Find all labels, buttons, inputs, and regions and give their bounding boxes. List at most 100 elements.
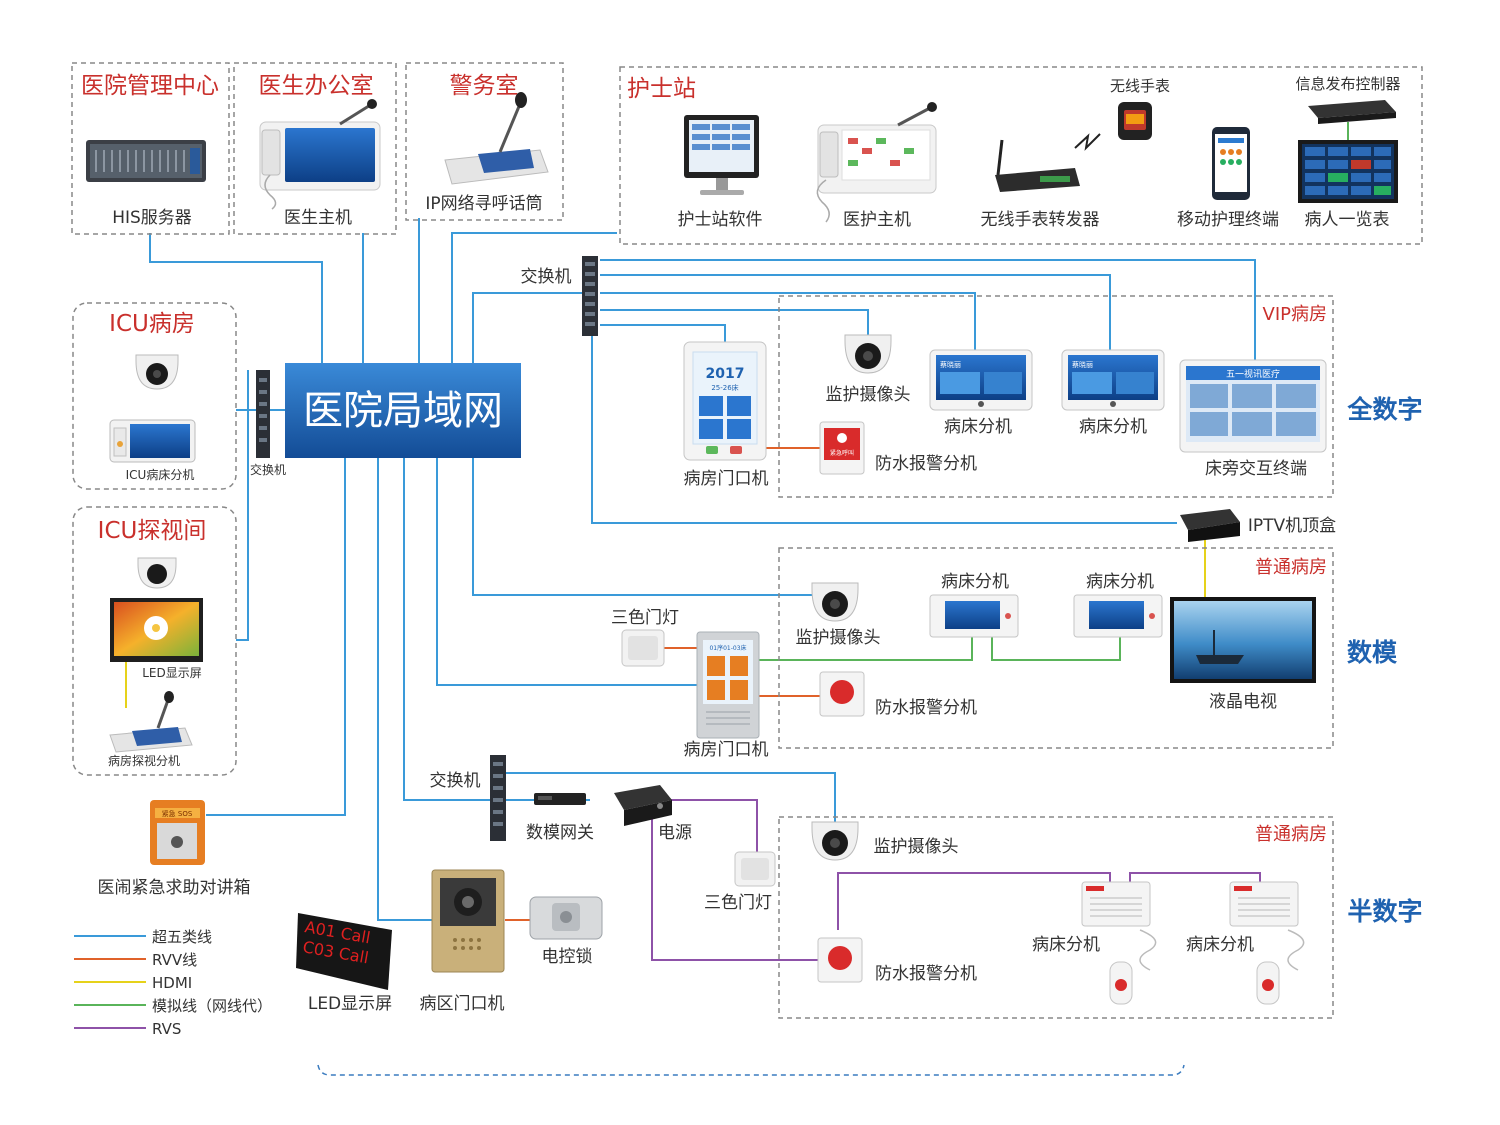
legend-label-0: 超五类线 xyxy=(152,928,212,946)
bed-screen-name-2: 蔡晓丽 xyxy=(1072,360,1093,369)
door-light-mid-device xyxy=(621,629,665,667)
icu-bed-device xyxy=(109,419,196,463)
label-lock: 电控锁 xyxy=(542,947,593,967)
label-door-light-bot: 三色门灯 xyxy=(704,893,772,913)
label-area-door: 病区门口机 xyxy=(420,994,505,1014)
legend: 超五类线 RVV线 HDMI 模拟线（网线代） RVS xyxy=(74,928,272,1038)
label-bed-ext-bot2: 病床分机 xyxy=(1186,935,1254,955)
zone-title-normal-ward-1: 普通病房 xyxy=(1255,557,1327,578)
label-bed-ext-mid2: 病床分机 xyxy=(1086,572,1154,592)
label-camera-vip: 监护摄像头 xyxy=(826,385,911,405)
visit-ext-device xyxy=(109,691,193,753)
label-switch-top: 交换机 xyxy=(521,267,572,287)
label-emergency-box: 医闹紧急求助对讲箱 xyxy=(98,878,251,898)
area-door-device xyxy=(431,869,505,973)
zone-title-icu-visit: ICU探视间 xyxy=(98,518,207,544)
lock-device xyxy=(529,896,603,940)
label-led-display: LED显示屏 xyxy=(308,994,392,1014)
label-bed-ext-vip2: 病床分机 xyxy=(1079,417,1147,437)
switch-left-device xyxy=(256,370,270,458)
his-server-device xyxy=(86,140,206,182)
zone-doctor-office xyxy=(233,62,397,235)
label-door-light-mid: 三色门灯 xyxy=(611,608,679,628)
bottom-bracket xyxy=(317,1064,1185,1076)
bed-screen-name-1: 蔡晓丽 xyxy=(940,360,961,369)
label-alarm-vip: 防水报警分机 xyxy=(875,454,977,474)
label-switch-left: 交换机 xyxy=(250,462,286,477)
lan-core: 医院局域网 xyxy=(285,363,521,458)
label-nurse-host: 医护主机 xyxy=(843,210,911,230)
legend-label-2: HDMI xyxy=(152,974,192,992)
bed-ext-vip1-device: 蔡晓丽 xyxy=(929,349,1033,411)
label-wireless-watch: 无线手表 xyxy=(1110,77,1170,95)
bed-ext-bot1-device xyxy=(1081,881,1157,1005)
analog-lines xyxy=(758,637,1121,661)
doctor-host-device xyxy=(259,99,381,210)
label-gateway: 数模网关 xyxy=(526,823,594,843)
category-full-digital: 全数字 xyxy=(1346,395,1422,424)
label-bed-ext-bot1: 病床分机 xyxy=(1032,935,1100,955)
label-alarm-bot: 防水报警分机 xyxy=(875,964,977,984)
icu-camera-device xyxy=(135,354,179,390)
watch-relay-device xyxy=(995,139,1080,192)
mobile-terminal-device xyxy=(1212,127,1250,200)
zone-title-normal-ward-2: 普通病房 xyxy=(1255,824,1327,845)
switch-bottom-device xyxy=(490,755,506,841)
emergency-box-device: 紧急 SOS xyxy=(150,800,205,865)
label-switch-bottom: 交换机 xyxy=(430,771,481,791)
gateway-device xyxy=(534,793,586,805)
bed-ext-bot2-device xyxy=(1229,881,1305,1005)
label-bed-ext-vip1: 病床分机 xyxy=(944,417,1012,437)
category-analog: 数模 xyxy=(1347,638,1398,667)
door-vip-year: 2017 xyxy=(706,366,745,382)
zone-title-hospital-center: 医院管理中心 xyxy=(81,73,219,99)
bed-ext-mid2-device xyxy=(1073,594,1163,638)
label-door-mid: 病房门口机 xyxy=(684,740,769,760)
door-mid-device: 01序01-03床 xyxy=(696,631,760,739)
power-device xyxy=(614,785,672,826)
label-watch-relay: 无线手表转发器 xyxy=(981,210,1100,230)
label-door-vip: 病房门口机 xyxy=(684,469,769,489)
label-doctor-host: 医生主机 xyxy=(284,208,352,228)
alarm-vip-text: 紧急呼叫 xyxy=(830,449,854,457)
bedside-terminal-device: 五一视讯医疗 xyxy=(1179,359,1327,453)
alarm-vip-device: 紧急呼叫 xyxy=(819,421,865,475)
led-display-device: A01 Call C03 Call xyxy=(296,913,392,990)
label-bedside-terminal: 床旁交互终端 xyxy=(1205,459,1307,479)
label-lcd-tv: 液晶电视 xyxy=(1209,692,1277,712)
bed-ext-vip2-device: 蔡晓丽 xyxy=(1061,349,1165,411)
emergency-box-label: 紧急 SOS xyxy=(162,809,193,818)
label-camera-mid: 监护摄像头 xyxy=(796,628,881,648)
label-icu-bed: ICU病床分机 xyxy=(126,467,195,482)
label-iptv: IPTV机顶盒 xyxy=(1248,516,1336,536)
icu-visit-camera-device xyxy=(137,557,177,589)
label-patient-list: 病人一览表 xyxy=(1305,210,1390,230)
zone-nurse-station xyxy=(619,66,1423,245)
label-led-screen-icu: LED显示屏 xyxy=(142,666,202,680)
category-semi-digital: 半数字 xyxy=(1347,897,1422,926)
camera-bot-device xyxy=(811,821,859,861)
door-vip-device: 2017 25-26床 xyxy=(683,341,767,461)
bed-ext-mid1-device xyxy=(929,594,1019,638)
label-ip-mic: IP网络寻呼话筒 xyxy=(425,194,542,214)
legend-label-1: RVV线 xyxy=(152,951,197,969)
nurse-host-device xyxy=(816,102,937,223)
label-visit-ext: 病房探视分机 xyxy=(108,753,180,768)
rvv-lines xyxy=(505,447,820,921)
label-alarm-mid: 防水报警分机 xyxy=(875,698,977,718)
patient-list-device xyxy=(1298,140,1398,203)
label-nurse-software: 护士站软件 xyxy=(678,210,763,230)
zone-title-nurse-station: 护士站 xyxy=(627,76,696,102)
camera-mid-device xyxy=(811,582,859,622)
ip-mic-device xyxy=(444,92,549,185)
zone-police-room xyxy=(405,62,564,221)
legend-label-4: RVS xyxy=(152,1020,181,1038)
zone-title-vip-ward: VIP病房 xyxy=(1263,304,1327,325)
zone-hospital-center xyxy=(71,62,230,235)
wireless-watch-device xyxy=(1118,102,1152,140)
door-vip-date: 25-26床 xyxy=(711,383,738,392)
lan-title: 医院局域网 xyxy=(303,388,503,434)
zone-icu-ward xyxy=(72,302,237,490)
label-his-server: HIS服务器 xyxy=(112,208,192,228)
rvs-lines xyxy=(651,799,1261,961)
